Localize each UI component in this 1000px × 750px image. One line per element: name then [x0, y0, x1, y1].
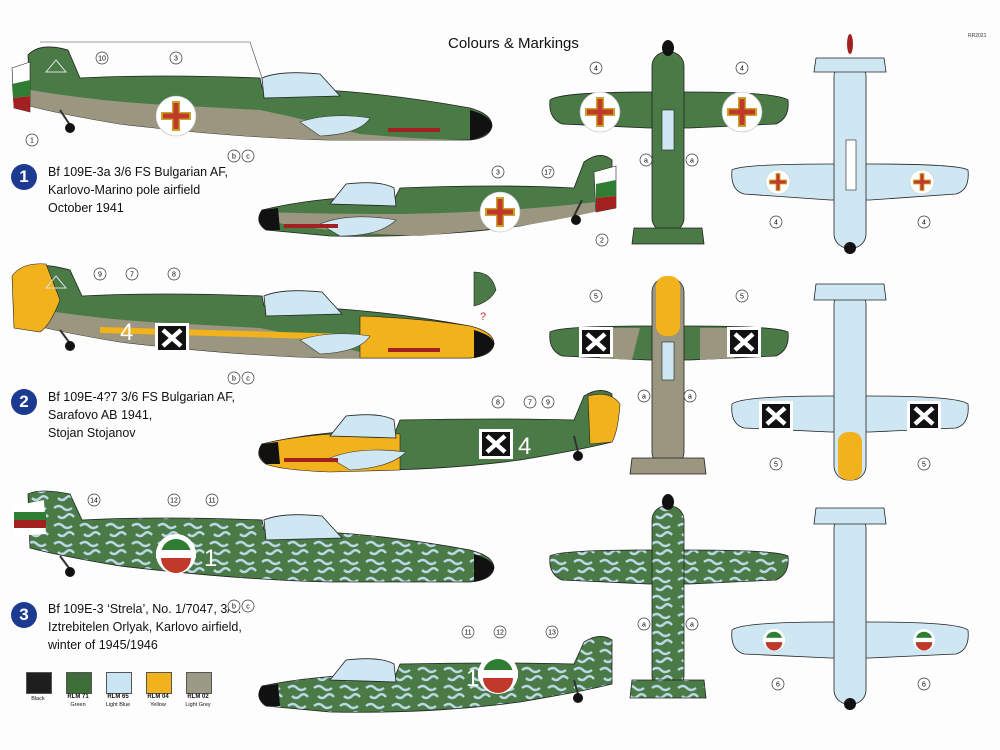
marker-3b-13: 13 — [548, 630, 556, 637]
scheme-3-top-view — [549, 494, 789, 699]
scheme-1-starboard-side — [258, 155, 617, 237]
marker-2a-9: 9 — [98, 272, 102, 279]
marker-3a-b: b — [232, 604, 236, 611]
swatch-rlm65-code: RLM 65 — [107, 694, 129, 700]
marker-3a-14: 14 — [90, 498, 98, 505]
rudder-question-mark: ? — [480, 311, 486, 323]
scheme-2-line-2: Sarafovo AB 1941, — [48, 408, 153, 422]
marker-3a-c: c — [246, 604, 250, 611]
scheme-2-starboard-side: 4 — [258, 390, 621, 473]
marker-top2-a2: a — [688, 394, 692, 401]
marker-2a-8: 8 — [172, 272, 176, 279]
swatch-rlm02-code: RLM 02 — [187, 694, 209, 700]
marker-bottom3-6a: 6 — [776, 682, 780, 689]
reference-markers: 10 3 1 b c 3 17 2 4 4 a a 4 4 9 7 8 b c … — [25, 51, 931, 691]
marker-3b-12: 12 — [496, 630, 504, 637]
scheme-1-bottom-view — [731, 34, 969, 254]
scheme-3-port-side: 1 — [14, 490, 495, 583]
scheme-3-bottom-view — [731, 507, 969, 710]
marker-1b-3: 3 — [496, 170, 500, 177]
marker-3a-12: 12 — [170, 498, 178, 505]
marker-1b-17: 17 — [544, 170, 552, 177]
marker-top1-4b: 4 — [740, 66, 744, 73]
marker-2a-7: 7 — [130, 272, 134, 279]
marker-bottom1-4a: 4 — [774, 220, 778, 227]
marker-top2-a1: a — [642, 394, 646, 401]
scheme-2-rudder-detail: ? — [473, 271, 497, 323]
swatch-rlm02-name: Light Grey — [185, 702, 211, 708]
scheme-2-bottom-view — [731, 283, 969, 481]
swatch-rlm71-name: Green — [70, 702, 86, 708]
scheme-2-starboard-tactical: 4 — [518, 433, 531, 460]
marker-top1-a1: a — [644, 158, 648, 165]
swatch-rlm71 — [66, 672, 92, 694]
swatch-black — [26, 672, 52, 694]
scheme-3-starboard-side: 1 — [258, 636, 613, 713]
scheme-1-line-1: Bf 109E-3a 3/6 FS Bulgarian AF, — [48, 165, 228, 179]
marker-2b-9: 9 — [546, 400, 550, 407]
marker-bottom2-5b: 5 — [922, 462, 926, 469]
marker-top2-5a: 5 — [594, 294, 598, 301]
marker-2a-b: b — [232, 376, 236, 383]
marker-1a-1: 1 — [30, 138, 34, 145]
scheme-3-port-tactical: 1 — [204, 545, 217, 572]
marker-top1-a2: a — [690, 158, 694, 165]
scheme-2-line-3: Stojan Stojanov — [48, 426, 136, 440]
scheme-2-badge: 2 — [11, 389, 37, 415]
swatch-rlm04-code: RLM 04 — [147, 694, 169, 700]
scheme-2-line-1: Bf 109E-4?7 3/6 FS Bulgarian AF, — [48, 390, 235, 404]
page-title: Colours & Markings — [448, 35, 579, 52]
scheme-2-caption: Bf 109E-4?7 3/6 FS Bulgarian AF, Sarafov… — [48, 388, 235, 442]
marker-top3-a2: a — [690, 622, 694, 629]
swatch-rlm65 — [106, 672, 132, 694]
scheme-3-line-1: Bf 109E-3 ‘Strela’, No. 1/7047, 3/6. — [48, 602, 242, 616]
marker-2a-c: c — [246, 376, 250, 383]
marker-3a-11: 11 — [208, 498, 215, 505]
marker-1b-2: 2 — [600, 238, 604, 245]
scheme-2-top-view — [549, 276, 789, 475]
scheme-2-port-tactical: 4 — [120, 319, 133, 346]
scheme-3-line-3: winter of 1945/1946 — [48, 638, 158, 652]
marker-1a-10: 10 — [98, 56, 106, 63]
swatch-rlm04-name: Yellow — [150, 702, 166, 708]
swatch-black-name: Black — [31, 696, 45, 702]
marker-top1-4a: 4 — [594, 66, 598, 73]
scheme-3-caption: Bf 109E-3 ‘Strela’, No. 1/7047, 3/6. Izt… — [48, 600, 242, 654]
swatch-rlm65-name: Light Blue — [105, 702, 131, 708]
marker-1a-3: 3 — [174, 56, 178, 63]
swatch-rlm02 — [186, 672, 212, 694]
marker-1a-b: b — [232, 154, 236, 161]
scheme-1-line-3: October 1941 — [48, 201, 124, 215]
scheme-1-caption: Bf 109E-3a 3/6 FS Bulgarian AF, Karlovo-… — [48, 163, 228, 217]
scheme-3-starboard-tactical: 1 — [466, 665, 479, 692]
marker-bottom2-5a: 5 — [774, 462, 778, 469]
scheme-1-line-2: Karlovo-Marino pole airfield — [48, 183, 201, 197]
scheme-1-port-side — [11, 41, 493, 141]
marker-2b-8: 8 — [496, 400, 500, 407]
marker-bottom1-4b: 4 — [922, 220, 926, 227]
scheme-2-port-side: 4 — [11, 263, 495, 359]
scheme-3-line-2: Iztrebitelen Orlyak, Karlovo airfield, — [48, 620, 242, 634]
scheme-1-top-view — [549, 40, 789, 245]
marker-3b-11: 11 — [464, 630, 471, 637]
marker-2b-7: 7 — [528, 400, 532, 407]
swatch-rlm04 — [146, 672, 172, 694]
sheet-code: RR2021 — [968, 33, 987, 39]
marker-top3-a1: a — [642, 622, 646, 629]
scheme-1-badge: 1 — [11, 164, 37, 190]
marker-bottom3-6b: 6 — [922, 682, 926, 689]
swatch-rlm71-code: RLM 71 — [67, 694, 89, 700]
marker-1a-c: c — [246, 154, 250, 161]
scheme-3-badge: 3 — [11, 602, 37, 628]
marker-top2-5b: 5 — [740, 294, 744, 301]
